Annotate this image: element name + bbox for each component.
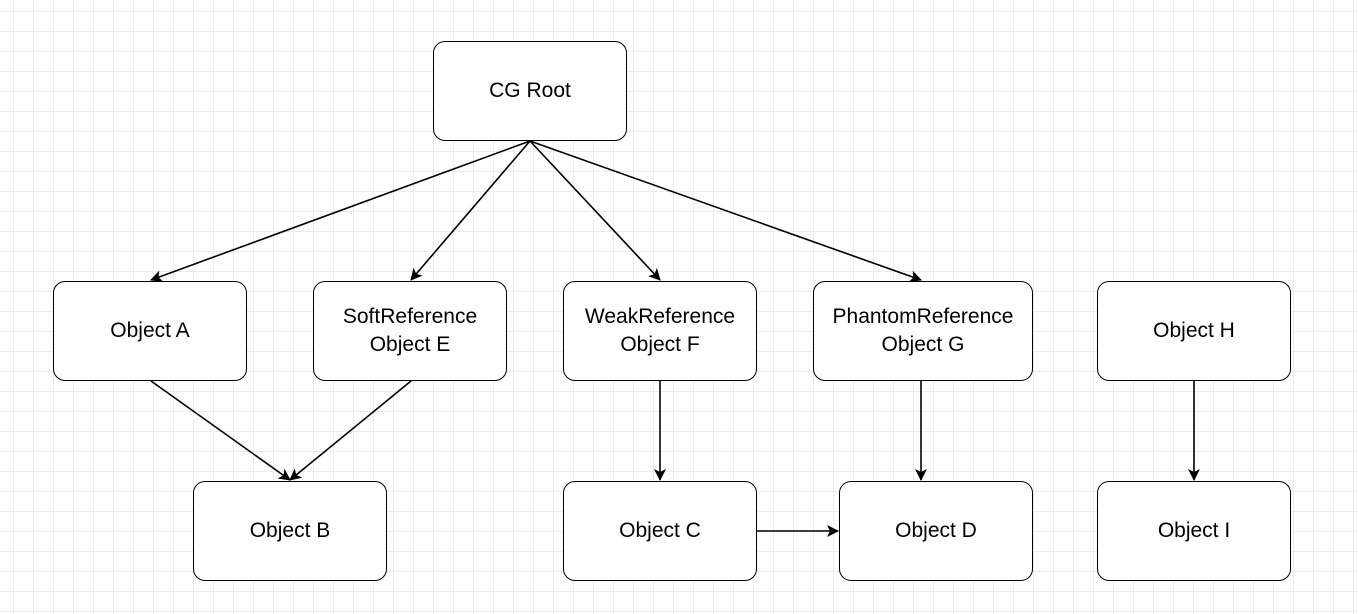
node-object-h[interactable]: Object H: [1097, 281, 1291, 381]
edge-a-b: [150, 380, 291, 481]
node-object-a[interactable]: Object A: [53, 281, 247, 381]
node-object-i[interactable]: Object I: [1097, 481, 1291, 581]
node-label: Object C: [619, 519, 701, 542]
node-label: WeakReference Object F: [584, 305, 736, 356]
node-object-c[interactable]: Object C: [563, 481, 757, 581]
node-softreference-object-e[interactable]: SoftReference Object E: [313, 281, 507, 381]
edge-root-e: [410, 140, 531, 281]
node-weakreference-object-f[interactable]: WeakReference Object F: [563, 281, 757, 381]
node-label: Object D: [895, 519, 977, 542]
edge-root-f: [529, 140, 661, 281]
node-object-d[interactable]: Object D: [839, 481, 1033, 581]
node-label: Object I: [1157, 519, 1231, 542]
node-label: Object A: [110, 319, 190, 342]
edge-e-b: [289, 380, 412, 481]
node-label: SoftReference Object E: [342, 305, 478, 356]
edge-root-g: [529, 140, 922, 282]
node-cg-root[interactable]: CG Root: [433, 41, 627, 141]
node-label: PhantomReference Object G: [832, 305, 1014, 356]
node-label: Object B: [249, 519, 331, 542]
node-label: Object H: [1153, 319, 1235, 342]
node-phantomreference-object-g[interactable]: PhantomReference Object G: [813, 281, 1033, 381]
edge-root-a: [150, 140, 531, 282]
node-object-b[interactable]: Object B: [193, 481, 387, 581]
node-label: CG Root: [489, 79, 571, 102]
